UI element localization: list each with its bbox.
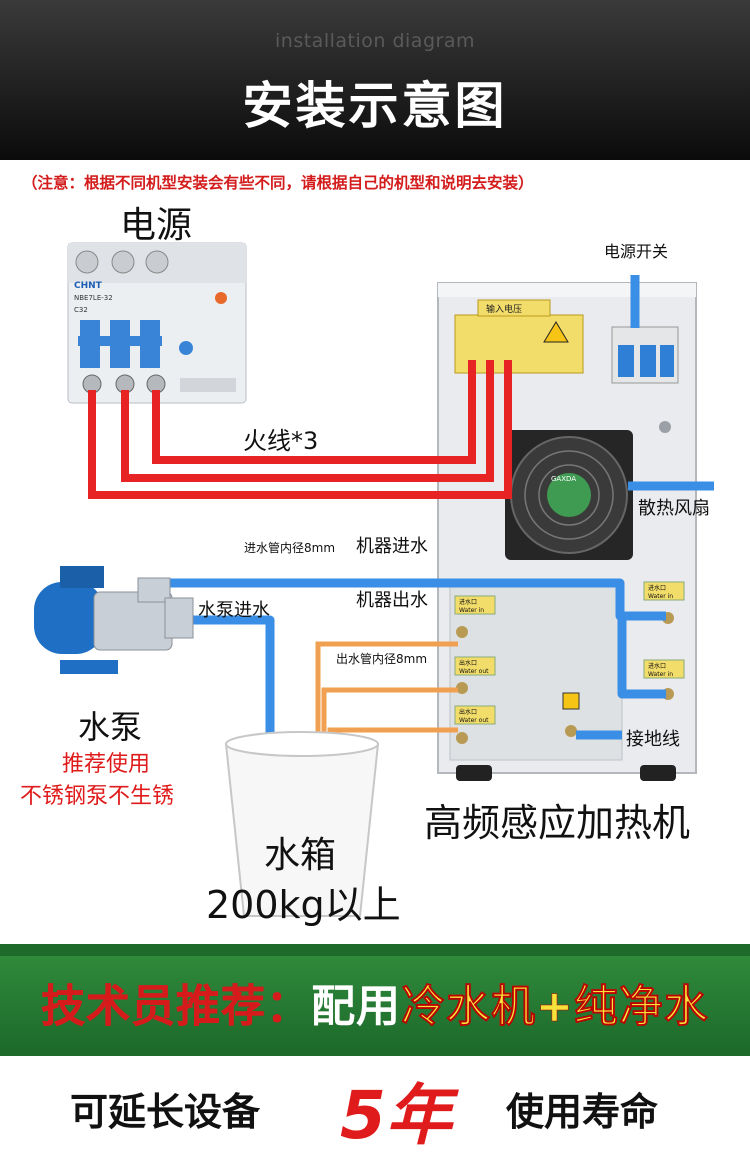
svg-text:进水口: 进水口: [648, 662, 666, 670]
machine-label: 高频感应加热机: [424, 801, 691, 845]
banner-row-1: 技术员推荐：配用冷水机+纯净水: [0, 970, 750, 1034]
heating-machine: 输入电压 GAXDA 进水口 Water in 进水口 Water in 进水口…: [437, 282, 697, 781]
pump-tip-line1: 推荐使用: [62, 752, 151, 777]
technician-recommend-text: 技术员推荐：: [41, 981, 312, 1033]
extend-equipment-text: 可延长设备: [70, 1090, 261, 1134]
svg-text:Water in: Water in: [648, 593, 673, 600]
chiller-purewater-text: 冷水机+纯净水: [401, 981, 709, 1033]
svg-text:进水口: 进水口: [459, 598, 477, 606]
svg-text:Water out: Water out: [459, 717, 489, 724]
installation-diagram: CHNT NBE7LE-32 C32 输入电压 GAXDA 进水口 Water …: [34, 242, 714, 917]
svg-text:进水口: 进水口: [648, 584, 666, 592]
water-inlet-pipes: [148, 578, 666, 750]
service-life-text: 使用寿命: [506, 1090, 659, 1134]
svg-text:出水口: 出水口: [459, 659, 477, 667]
tank-label: 水箱: [264, 835, 337, 876]
recommendation-banner: 技术员推荐：配用冷水机+纯净水 可延长设备 5年 使用寿命: [0, 944, 750, 1154]
header: installation diagram 安装示意图: [0, 0, 750, 160]
water-pump: [34, 566, 194, 674]
install-note: （注意：根据不同机型安装会有些不同，请根据自己的机型和说明去安装）: [22, 174, 534, 192]
water-tank: [224, 731, 380, 917]
five-years-text: 5年: [340, 1077, 452, 1154]
inlet-pipe-spec-label: 进水管内径8mm: [244, 541, 336, 555]
pump-water-in-label: 水泵进水: [198, 600, 270, 621]
port-tag-right-2: 进水口 Water in: [643, 659, 685, 679]
port-tag-left-2: 出水口 Water out: [454, 656, 496, 676]
banner-top-panel: [0, 956, 750, 1051]
port-tag-right-1: 进水口 Water in: [643, 581, 685, 601]
breaker-model: NBE7LE-32: [74, 294, 113, 302]
power-switch-label: 电源开关: [604, 242, 669, 261]
tank-capacity-label: 200kg以上: [206, 883, 401, 927]
svg-text:Water out: Water out: [459, 668, 489, 675]
banner-bottom-panel: [0, 1056, 750, 1147]
svg-text:出水口: 出水口: [459, 708, 477, 716]
ground-wire-label: 接地线: [626, 729, 680, 750]
header-title: 安装示意图: [242, 77, 508, 135]
power-breaker: CHNT NBE7LE-32 C32: [67, 242, 247, 404]
svg-text:Water in: Water in: [459, 607, 484, 614]
port-tag-left-1: 进水口 Water in: [454, 595, 496, 615]
pump-label: 水泵: [78, 708, 143, 746]
fan-brand: GAXDA: [551, 475, 576, 483]
pair-with-text: 配用: [311, 981, 402, 1032]
svg-text:Water in: Water in: [648, 671, 673, 678]
port-tag-left-3: 出水口 Water out: [454, 705, 496, 725]
breaker-brand: CHNT: [74, 281, 103, 291]
live-wire-label: 火线*3: [243, 427, 319, 455]
machine-water-out-label: 机器出水: [356, 590, 428, 611]
power-switch-connector: [576, 275, 714, 740]
cooling-fan-label: 散热风扇: [638, 498, 710, 519]
pump-tip-line2: 不锈钢泵不生锈: [20, 784, 175, 809]
live-wires: [88, 360, 512, 499]
breaker-rating: C32: [74, 306, 88, 314]
input-voltage-label: 输入电压: [486, 303, 522, 315]
power-source-label: 电源: [120, 205, 193, 246]
header-subtitle: installation diagram: [275, 30, 475, 52]
outlet-pipe-spec-label: 出水管内径8mm: [336, 652, 428, 666]
machine-water-in-label: 机器进水: [356, 536, 428, 557]
